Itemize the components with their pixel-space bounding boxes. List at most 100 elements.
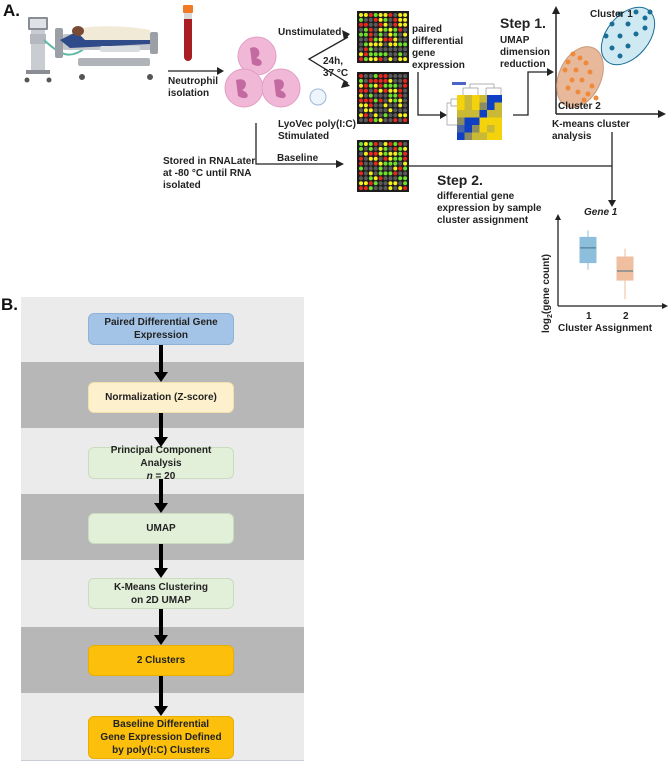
array-spot — [383, 161, 388, 166]
array-spot — [403, 37, 408, 42]
flow-arrow — [159, 345, 163, 373]
y-axis-label: log2(gene count) — [541, 254, 554, 333]
array-spot — [398, 57, 403, 62]
array-spot — [383, 98, 388, 103]
array-spot — [393, 32, 398, 37]
cluster-2-point — [575, 89, 581, 95]
array-spot — [359, 113, 363, 118]
workflow-step-4: UMAP — [88, 513, 234, 544]
step-label-line: Expression — [134, 330, 188, 341]
heatmap-cell — [472, 95, 480, 103]
array-spot — [368, 181, 373, 186]
array-spot — [363, 93, 368, 98]
array-spot — [388, 156, 393, 161]
array-spot — [378, 93, 383, 98]
array-spot — [378, 166, 383, 171]
heatmap-cell — [457, 125, 465, 133]
array-spot — [359, 156, 363, 161]
array-spot — [398, 22, 403, 27]
array-spot — [383, 166, 388, 171]
array-spot — [393, 113, 398, 118]
array-spot — [359, 74, 363, 78]
dendrogram-top — [462, 83, 502, 95]
array-spot — [403, 22, 408, 27]
array-spot — [388, 181, 393, 186]
blood-tube-icon — [183, 5, 193, 61]
array-spot — [373, 176, 378, 181]
array-spot — [403, 42, 408, 47]
array-spot — [388, 37, 393, 42]
heatmap-cell — [487, 102, 495, 110]
array-spot — [403, 103, 408, 108]
cluster-2-point — [577, 55, 583, 61]
array-spot — [363, 37, 368, 42]
axis-arrow-icon — [552, 6, 560, 14]
array-spot — [368, 98, 373, 103]
array-spot — [359, 118, 363, 123]
array-spot — [359, 13, 363, 17]
array-spot — [373, 17, 378, 22]
array-spot — [393, 42, 398, 47]
array-spot — [383, 171, 388, 176]
array-spot — [368, 161, 373, 166]
array-spot — [359, 176, 363, 181]
stimulated-label: LyoVec poly(I:C)Stimulated — [278, 119, 356, 142]
array-spot — [368, 93, 373, 98]
array-spot — [373, 88, 378, 93]
array-spot — [378, 42, 383, 47]
array-spot — [373, 161, 378, 166]
array-spot — [363, 47, 368, 52]
array-spot — [398, 42, 403, 47]
array-spot — [378, 103, 383, 108]
array-spot — [368, 52, 373, 57]
heatmap-cell — [464, 95, 472, 103]
array-spot — [383, 176, 388, 181]
array-spot — [368, 13, 373, 17]
array-spot — [398, 32, 403, 37]
array-spot — [403, 98, 408, 103]
array-spot — [378, 146, 383, 151]
array-spot — [383, 181, 388, 186]
array-spot — [388, 32, 393, 37]
cluster-1-point — [633, 9, 639, 15]
array-spot — [403, 156, 408, 161]
array-spot — [388, 113, 393, 118]
array-spot — [383, 13, 388, 17]
heatmap-cell — [464, 132, 472, 140]
array-spot — [383, 146, 388, 151]
array-spot — [403, 146, 408, 151]
cluster-2-point — [565, 59, 571, 65]
array-spot — [383, 57, 388, 62]
array-spot — [383, 74, 388, 78]
array-spot — [378, 37, 383, 42]
array-spot — [368, 113, 373, 118]
array-spot — [393, 166, 398, 171]
array-spot — [373, 42, 378, 47]
array-spot — [393, 52, 398, 57]
array-spot — [373, 37, 378, 42]
array-spot — [403, 27, 408, 32]
array-spot — [378, 118, 383, 123]
array-spot — [363, 118, 368, 123]
array-spot — [388, 171, 393, 176]
array-spot — [363, 17, 368, 22]
array-spot — [368, 156, 373, 161]
heatmap-cell — [494, 117, 502, 125]
array-spot — [363, 171, 368, 176]
box-cluster-1 — [579, 230, 597, 270]
heatmap-cell — [472, 117, 480, 125]
heatmap-cell — [487, 110, 495, 118]
array-spot — [378, 22, 383, 27]
cluster-1-point — [625, 43, 631, 49]
array-spot — [378, 151, 383, 156]
array-spot — [403, 88, 408, 93]
array-spot — [383, 151, 388, 156]
array-spot — [378, 156, 383, 161]
array-spot — [363, 74, 368, 78]
array-spot — [373, 98, 378, 103]
neutrophil-cells-icon — [224, 36, 301, 108]
cluster-2-point — [573, 67, 579, 73]
array-spot — [393, 27, 398, 32]
